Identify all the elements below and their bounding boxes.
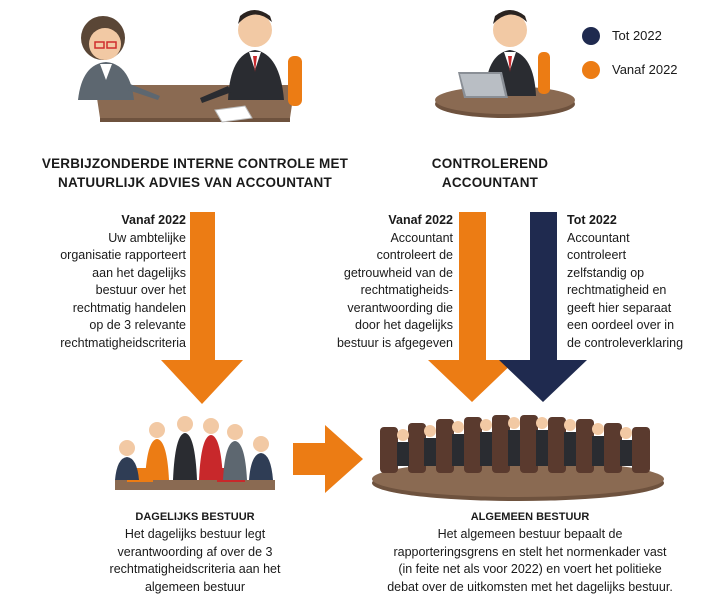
left-arrow-text: Vanaf 2022 Uw ambtelijke organisatie rap… [0, 212, 186, 352]
algemeen-bestuur-line: Het algemeen bestuur bepaalt de [437, 527, 623, 541]
right-arrow-line: rechtmatigheid en [567, 283, 667, 297]
algemeen-bestuur-illustration [372, 415, 664, 501]
left-arrow-line: aan het dagelijks [92, 265, 186, 280]
left-heading: VERBIJZONDERDE INTERNE CONTROLE MET NATU… [15, 154, 375, 192]
algemeen-bestuur-line: rapporteringsgrens en stelt het normenka… [393, 544, 667, 559]
middle-arrow-line: rechtmatigheids- [360, 283, 453, 297]
algemeen-bestuur-line: (in feite net als voor 2022) en voert he… [398, 562, 662, 576]
legend-tot-2022-dot [582, 27, 600, 45]
dagelijks-bestuur-block: DAGELIJKS BESTUUR Het dagelijks bestuur … [55, 511, 335, 596]
dagelijks-bestuur-line: verantwoording af over de 3 [117, 544, 273, 559]
left-heading-line1: VERBIJZONDERDE INTERNE CONTROLE MET [41, 156, 349, 171]
right-heading-line1: CONTROLEREND [431, 156, 549, 171]
left-arrow-line: Uw ambtelijke [108, 230, 186, 245]
right-arrow-line: Accountant [567, 230, 630, 245]
right-arrow-line: de controleverklaring [567, 335, 684, 350]
right-arrow-text: Tot 2022 Accountant controleert zelfstan… [567, 212, 715, 352]
right-heading-line2: ACCOUNTANT [441, 175, 539, 190]
middle-down-arrow [428, 212, 516, 402]
dagelijks-bestuur-illustration [115, 416, 275, 490]
left-arrow-line: organisatie rapporteert [60, 248, 186, 262]
middle-arrow-title: Vanaf 2022 [388, 213, 453, 227]
legend-vanaf-2022-dot [582, 61, 600, 79]
dagelijks-bestuur-line: Het dagelijks bestuur legt [124, 527, 266, 541]
right-arrow-title: Tot 2022 [567, 213, 617, 227]
middle-arrow-line: Accountant [390, 230, 453, 245]
middle-arrow-text: Vanaf 2022 Accountant controleert de get… [282, 212, 453, 352]
right-down-arrow [499, 212, 587, 402]
horizontal-arrow [293, 425, 363, 493]
left-arrow-title: Vanaf 2022 [121, 213, 186, 227]
left-heading-line2: NATUURLIJK ADVIES VAN ACCOUNTANT [58, 175, 332, 190]
dagelijks-bestuur-title: DAGELIJKS BESTUUR [135, 511, 255, 523]
right-heading: CONTROLEREND ACCOUNTANT [410, 154, 570, 192]
middle-arrow-line: controleert de [376, 248, 453, 262]
left-arrow-line: op de 3 relevante [89, 318, 186, 332]
left-arrow-line: rechtmatig handelen [72, 300, 186, 315]
legend-vanaf-2022-label: Vanaf 2022 [612, 62, 678, 77]
middle-arrow-line: verantwoording die [347, 300, 453, 315]
right-arrow-line: een oordeel over in [567, 318, 675, 332]
dagelijks-bestuur-line: rechtmatigheidscriteria aan het [109, 562, 281, 576]
right-arrow-line: geeft hier separaat [567, 300, 672, 315]
dagelijks-bestuur-line: algemeen bestuur [144, 579, 246, 594]
right-arrow-line: controleert [567, 248, 627, 262]
left-arrow-line: bestuur over het [95, 283, 186, 297]
middle-arrow-line: bestuur is afgegeven [336, 335, 453, 350]
accountant-illustration [435, 10, 575, 118]
algemeen-bestuur-title: ALGEMEEN BESTUUR [470, 511, 590, 523]
advice-meeting-illustration [78, 10, 302, 123]
algemeen-bestuur-block: ALGEMEEN BESTUUR Het algemeen bestuur be… [345, 511, 715, 596]
legend-tot-2022-label: Tot 2022 [612, 28, 662, 43]
right-arrow-line: zelfstandig op [567, 265, 645, 280]
left-arrow-line: rechtmatigheidscriteria [60, 335, 186, 350]
middle-arrow-line: getrouwheid van de [343, 265, 453, 280]
middle-arrow-line: door het dagelijks [355, 318, 453, 332]
algemeen-bestuur-line: debat over de uitkomsten met het dagelij… [387, 579, 673, 594]
left-down-arrow [161, 212, 243, 404]
